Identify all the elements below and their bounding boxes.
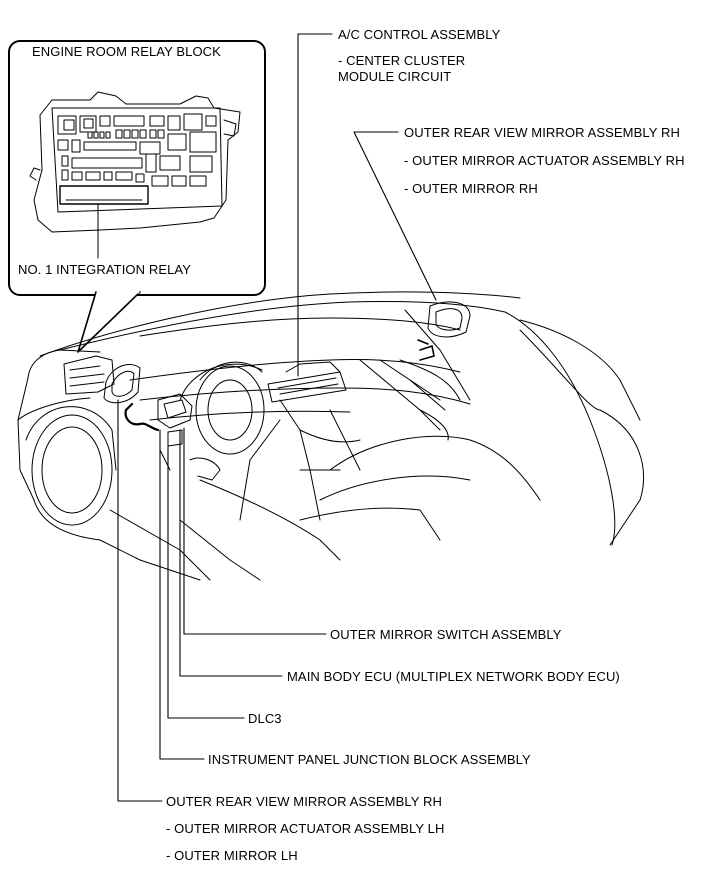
junction-block-label: INSTRUMENT PANEL JUNCTION BLOCK ASSEMBLY <box>208 752 531 767</box>
relay-block-title: ENGINE ROOM RELAY BLOCK <box>32 44 221 59</box>
dlc3-label: DLC3 <box>248 711 282 726</box>
mirror-rh-title: OUTER REAR VIEW MIRROR ASSEMBLY RH <box>404 125 680 140</box>
ac-control-shape <box>267 361 347 403</box>
relay-block-illustration <box>29 91 241 259</box>
mirror-rh-sub1: - OUTER MIRROR ACTUATOR ASSEMBLY RH <box>404 153 685 168</box>
integration-relay-label: NO. 1 INTEGRATION RELAY <box>18 262 192 277</box>
mirror-lh-sub1: - OUTER MIRROR ACTUATOR ASSEMBLY LH <box>166 821 445 836</box>
ac-control-sub1: - CENTER CLUSTER <box>338 53 466 68</box>
mirror-switch-label: OUTER MIRROR SWITCH ASSEMBLY <box>330 627 562 642</box>
relay-block-in-car <box>63 355 115 395</box>
outer-mirror-rh-shape <box>417 301 471 361</box>
junction-block-shape <box>157 393 193 447</box>
mirror-lh-title: OUTER REAR VIEW MIRROR ASSEMBLY RH <box>166 794 442 809</box>
outer-mirror-lh-shape <box>103 364 141 404</box>
ac-control-sub2: MODULE CIRCUIT <box>338 69 452 84</box>
main-body-ecu-label: MAIN BODY ECU (MULTIPLEX NETWORK BODY EC… <box>287 669 620 684</box>
ac-control-title: A/C CONTROL ASSEMBLY <box>338 27 501 42</box>
mirror-lh-sub2: - OUTER MIRROR LH <box>166 848 298 863</box>
mirror-rh-sub2: - OUTER MIRROR RH <box>404 181 538 196</box>
leader-lines <box>117 33 437 802</box>
vehicle-body <box>17 291 645 581</box>
